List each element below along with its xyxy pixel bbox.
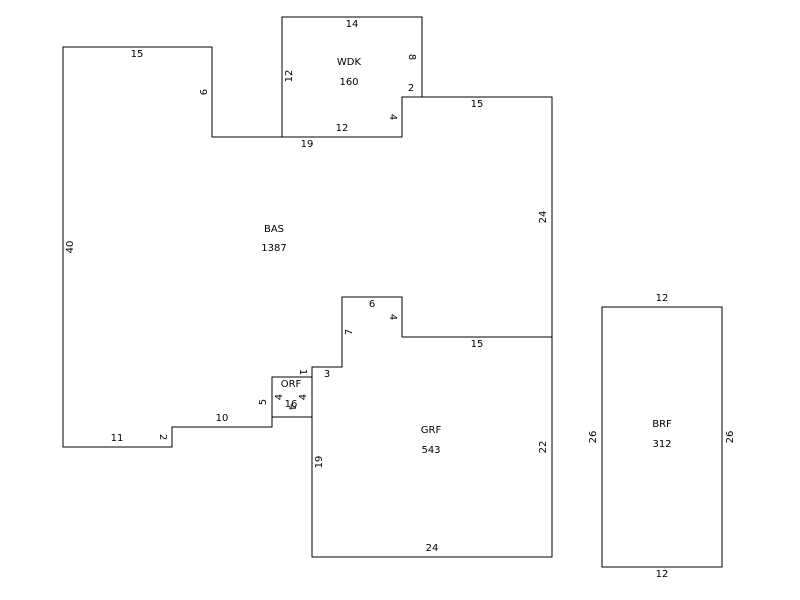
dim-label: 1 [297,369,308,375]
wdk-outline [281,16,423,138]
wdk-area-code: WDK [337,57,362,68]
grf-outline [311,296,553,558]
dim-label: 15 [131,49,144,60]
dim-label: 2 [157,434,168,440]
dim-label: 15 [471,339,484,350]
dim-label: 10 [216,413,229,424]
dim-label: 12 [656,569,669,580]
brf-outline [601,306,723,568]
dim-label: 8 [406,54,417,60]
dim-label: 26 [725,431,736,444]
dim-label: 4 [274,394,285,400]
dim-label: 14 [346,19,359,30]
dim-label: 19 [301,139,314,150]
dim-label: 22 [538,441,549,454]
dim-label: 24 [538,211,549,224]
dim-label: 6 [369,299,375,310]
dim-label: 7 [344,329,355,335]
orf-outline [271,376,313,418]
dim-label: 4 [387,114,398,120]
bas-area-code: BAS [264,224,284,235]
dim-label: 4 [286,404,297,410]
dim-label: 40 [65,241,76,254]
brf-area-code: BRF [652,419,672,430]
dim-label: 5 [258,399,269,405]
grf-area-code: GRF [421,425,442,436]
wdk-area-size: 160 [339,77,358,88]
orf-area-size: 16 [285,399,298,410]
brf-area-size: 312 [652,439,671,450]
dim-label: 9 [197,89,208,95]
dim-label: 2 [408,83,414,94]
dim-label: 3 [324,369,330,380]
dim-label: 26 [588,431,599,444]
dim-label: 4 [298,394,309,400]
dim-label: 12 [284,70,295,83]
dim-label: 12 [336,123,349,134]
dim-label: 4 [387,314,398,320]
dim-label: 12 [656,293,669,304]
dim-label: 15 [471,99,484,110]
dim-label: 24 [426,543,439,554]
orf-area-code: ORF [281,379,302,390]
grf-area-size: 543 [421,445,440,456]
dim-label: 11 [111,433,124,444]
bas-area-size: 1387 [261,243,286,254]
dim-label: 19 [314,456,325,469]
